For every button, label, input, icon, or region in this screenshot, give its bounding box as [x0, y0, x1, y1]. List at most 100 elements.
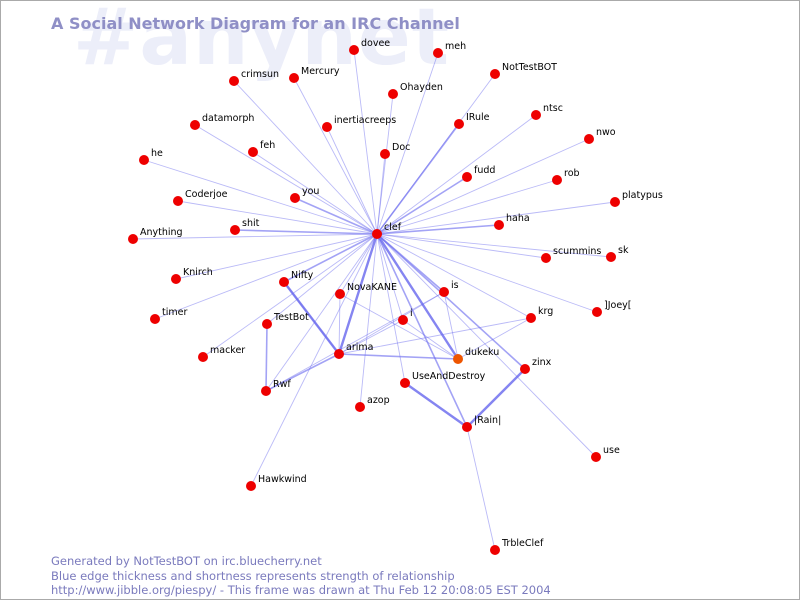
edge-useanddestroy-rain	[403, 381, 469, 429]
edge-clef-arima	[337, 232, 379, 356]
node-dot	[128, 234, 138, 244]
node-label: macker	[210, 345, 245, 356]
edge-rain-trbleclef	[466, 426, 496, 551]
node-dot	[261, 386, 271, 396]
node-dot	[526, 313, 536, 323]
node-label: krg	[538, 306, 553, 317]
edge-clef-zinx	[376, 233, 526, 370]
edge-clef-scummins	[376, 233, 547, 259]
node-label: i	[410, 308, 413, 319]
node-dot	[454, 119, 464, 129]
node-label: Coderjoe	[185, 189, 228, 200]
node-platypus: platypus	[610, 190, 663, 207]
node-clef: clef	[372, 222, 402, 239]
footer-legend: Blue edge thickness and shortness repres…	[51, 568, 455, 583]
node-nifty: Nifty	[279, 270, 314, 287]
edge-clef-use	[376, 233, 597, 458]
node-label: azop	[367, 395, 390, 406]
node-inertiacreeps: inertiacreeps	[322, 115, 396, 132]
node-dot	[490, 69, 500, 79]
edge-clef-joey	[376, 233, 598, 313]
node-dot	[606, 252, 616, 262]
node-dot	[490, 545, 500, 555]
edge-clef-inertiacreeps	[326, 126, 378, 235]
edge-clef-timer	[154, 233, 378, 320]
node-label: IRule	[466, 112, 490, 123]
node-dot	[388, 89, 398, 99]
node-azop: azop	[355, 395, 390, 412]
edge-clef-doc	[376, 153, 386, 235]
node-dot	[380, 149, 390, 159]
node-rwf: Rwf	[261, 379, 291, 396]
node-dot	[334, 349, 344, 359]
node-use: use	[591, 445, 620, 462]
node-label: use	[603, 445, 620, 456]
edge-clef-platypus	[376, 201, 616, 235]
edge-clef-rain	[376, 233, 468, 428]
node-dot	[355, 402, 365, 412]
node-he: he	[139, 148, 163, 165]
node-dot	[494, 220, 504, 230]
node-dot	[531, 110, 541, 120]
node-label: ]Joey[	[604, 300, 632, 311]
node-scummins: scummins	[541, 246, 601, 263]
node-label: Nifty	[291, 270, 314, 281]
node-dot	[520, 364, 530, 374]
node-novakane: NovaKANE	[335, 282, 397, 299]
edge-clef-irule	[376, 123, 460, 235]
node-is: is	[439, 280, 459, 297]
node-fudd: fudd	[462, 165, 495, 182]
edge-clef-dukeku	[375, 232, 460, 361]
node-rain: |Rain|	[462, 415, 501, 432]
node-dot	[139, 155, 149, 165]
node-dot	[462, 172, 472, 182]
edge-novakane-dukeku	[339, 293, 459, 360]
node-label: UseAndDestroy	[412, 371, 486, 382]
node-dot	[372, 229, 382, 239]
node-label: shit	[242, 218, 260, 229]
node-krg: krg	[526, 306, 553, 323]
node-label: NovaKANE	[347, 282, 397, 293]
node-dot	[190, 120, 200, 130]
edge-clef-nwo	[376, 138, 590, 235]
node-anything: Anything	[128, 227, 183, 244]
node-label: haha	[506, 213, 530, 224]
edge-is-dukeku	[443, 291, 459, 360]
node-dot	[453, 354, 463, 364]
edge-testbot-rwf	[265, 323, 268, 392]
node-dot	[230, 225, 240, 235]
node-label: Rwf	[273, 379, 291, 390]
node-dot	[150, 314, 160, 324]
edge-clef-coderjoe	[177, 200, 378, 235]
node-label: datamorph	[202, 113, 254, 124]
edge-arima-nifty	[283, 281, 340, 355]
node-datamorph: datamorph	[190, 113, 254, 130]
node-meh: meh	[433, 41, 466, 58]
node-label: TestBot	[273, 312, 309, 323]
node-dot	[398, 315, 408, 325]
edge-clef-ntsc	[376, 114, 537, 235]
node-dot	[289, 73, 299, 83]
node-dot	[462, 422, 472, 432]
node-dot	[279, 277, 289, 287]
edge-clef-hawkwind	[250, 233, 378, 487]
node-testbot: TestBot	[262, 312, 309, 329]
node-label: crimsun	[241, 69, 279, 80]
node-dot	[229, 76, 239, 86]
node-dot	[400, 378, 410, 388]
edge-clef-fudd	[376, 176, 468, 235]
edge-dukeku-krg	[457, 317, 532, 360]
node-label: meh	[445, 41, 466, 52]
node-dot	[591, 452, 601, 462]
edge-clef-shit	[234, 229, 378, 235]
edge-clef-rwf	[265, 233, 378, 392]
node-dot	[584, 134, 594, 144]
edge-clef-i	[376, 233, 404, 321]
node-label: Hawkwind	[258, 474, 307, 485]
node-joey: ]Joey[	[592, 300, 632, 317]
node-knirch: Knirch	[171, 267, 213, 284]
node-timer: timer	[150, 307, 187, 324]
node-label: scummins	[553, 246, 601, 257]
